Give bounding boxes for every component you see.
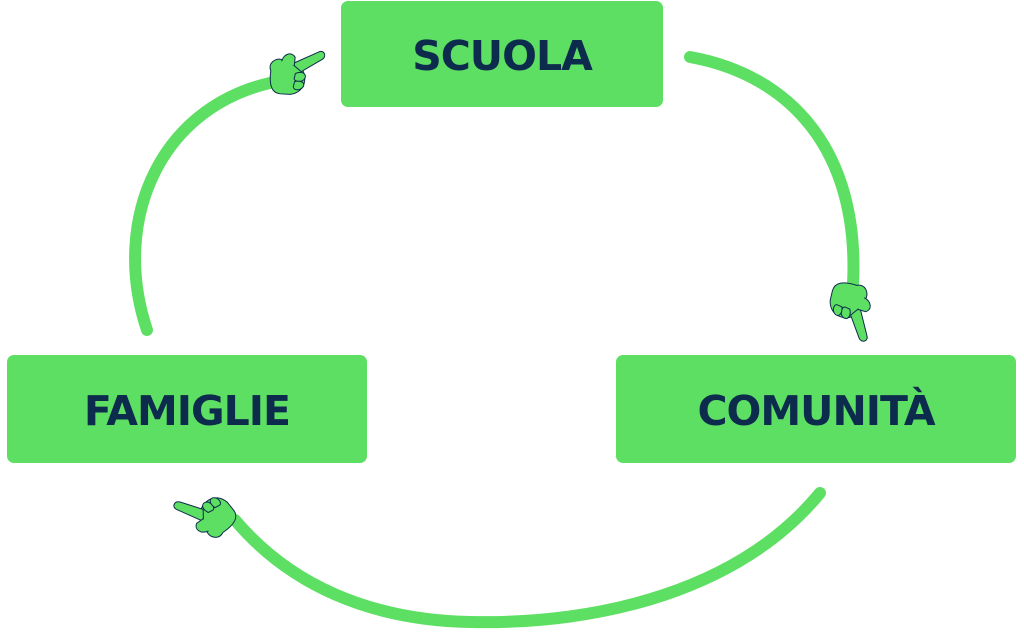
node-comunita-box xyxy=(616,355,1016,463)
pointing-hand-icon xyxy=(828,281,872,342)
node-famiglie-box xyxy=(7,355,367,463)
node-scuola-label: SCUOLA xyxy=(412,32,593,80)
arc-famiglie-to-scuola xyxy=(129,74,291,336)
node-famiglie: FAMIGLIE xyxy=(7,355,367,463)
node-famiglie-label: FAMIGLIE xyxy=(84,387,290,435)
node-scuola-box xyxy=(341,1,663,107)
node-scuola: SCUOLA xyxy=(341,1,663,107)
node-comunita-label: COMUNITÀ xyxy=(697,387,935,435)
node-comunita: COMUNITÀ xyxy=(616,355,1016,463)
pointing-hand-icon xyxy=(266,48,331,98)
pointing-hand-icon xyxy=(170,476,242,546)
arc-scuola-to-comunita xyxy=(684,51,860,291)
arc-comunita-to-famiglie xyxy=(229,487,826,629)
